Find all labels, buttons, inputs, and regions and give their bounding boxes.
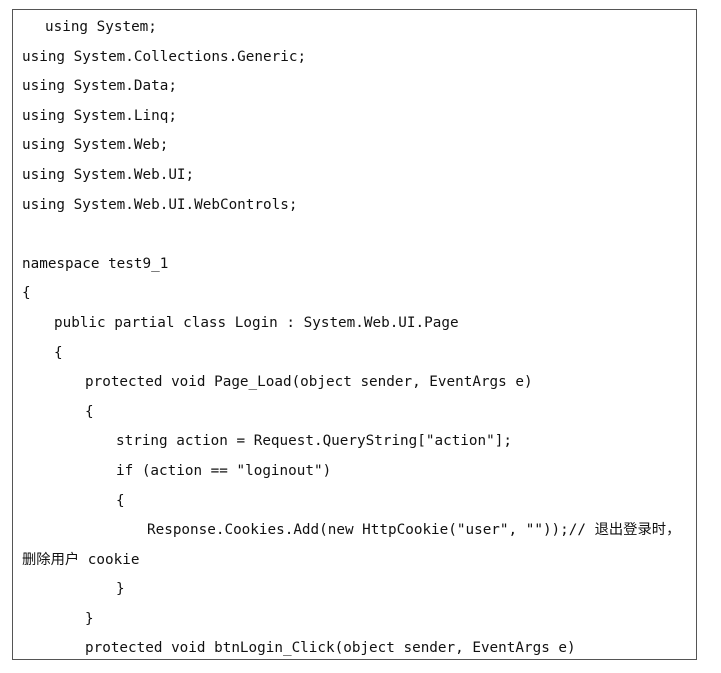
code-line-19-wrap: 删除用户 cookie (22, 551, 140, 568)
code-line-9: namespace test9_1 (22, 255, 169, 272)
code-line-21: } (85, 610, 94, 627)
code-line-18: Response.Cookies.Add(new HttpCookie("use… (147, 522, 681, 539)
code-lines: using System; using System.Collections.G… (13, 19, 696, 659)
code-line-8-blank (13, 226, 696, 256)
code-line-3: using System.Data; (22, 78, 177, 95)
code-line-2: using System.Collections.Generic; (22, 48, 307, 65)
code-line-20: } (116, 581, 125, 598)
code-line-10: { (22, 285, 31, 302)
code-line-14: { (85, 403, 94, 420)
code-line-13: protected void Page_Load(object sender, … (85, 374, 533, 391)
code-line-15: string action = Request.QueryString["act… (116, 433, 512, 450)
code-line-7: using System.Web.UI.WebControls; (22, 196, 298, 213)
code-line-22: protected void btnLogin_Click(object sen… (85, 640, 576, 657)
code-line-11: public partial class Login : System.Web.… (54, 314, 459, 331)
code-line-6: using System.Web.UI; (22, 166, 195, 183)
code-line-1: using System; (45, 19, 157, 35)
code-line-16: if (action == "loginout") (116, 462, 332, 479)
code-line-5: using System.Web; (22, 137, 169, 154)
code-line-4: using System.Linq; (22, 107, 177, 124)
code-line-17: { (116, 492, 125, 509)
code-line-12: { (54, 344, 63, 361)
code-listing-box: using System; using System.Collections.G… (12, 9, 697, 660)
